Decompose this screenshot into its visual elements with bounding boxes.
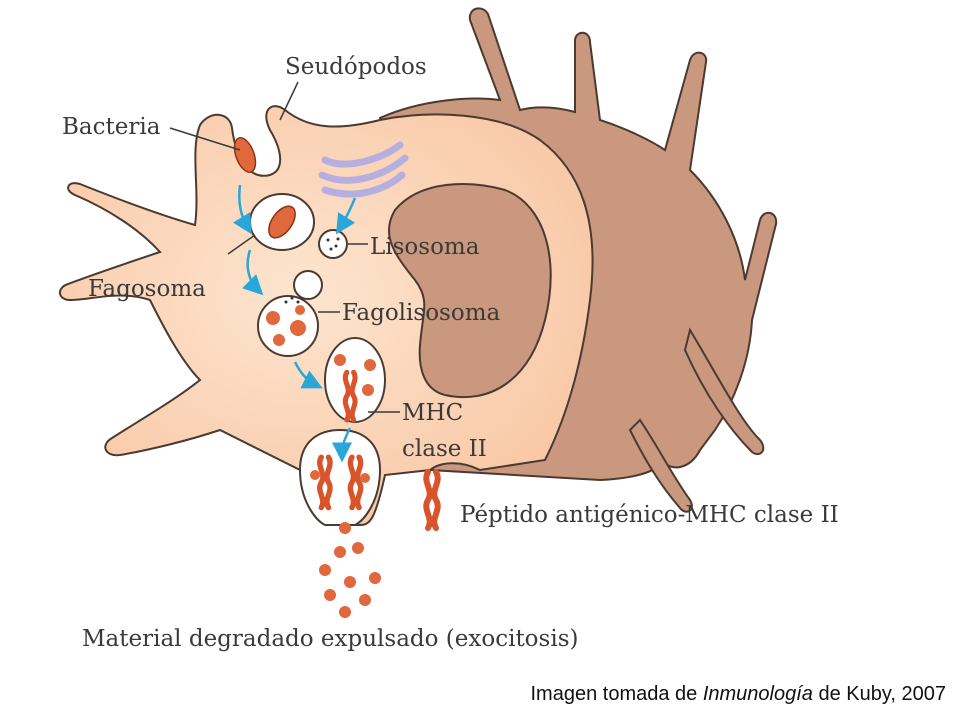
credit-book-title: Inmunología (702, 683, 813, 705)
label-fagosoma: Fagosoma (88, 276, 206, 302)
mhc-vesicle (324, 337, 386, 423)
credit-suffix: de Kuby, 2007 (812, 683, 946, 705)
image-credit: Imagen tomada de Inmunología de Kuby, 20… (531, 683, 947, 706)
label-bacteria: Bacteria (62, 114, 161, 140)
exocytosis-vesicle (298, 428, 382, 526)
phagosome (249, 193, 315, 251)
leader-lines (169, 81, 400, 413)
surface-mhc (426, 472, 437, 528)
label-mhc-line1: MHC (402, 400, 463, 426)
label-seudopodos: Seudópodos (285, 54, 427, 80)
lysosome (318, 229, 348, 259)
credit-prefix: Imagen tomada de (530, 683, 703, 705)
bacteria (233, 137, 257, 173)
label-mhc-line2: clase II (402, 436, 487, 462)
label-lisosoma: Lisosoma (370, 234, 480, 260)
label-peptido: Péptido antigénico-MHC clase II (460, 502, 839, 528)
phagolysosome (257, 270, 323, 357)
flow-arrows (232, 184, 357, 463)
pseudopod-right (683, 327, 765, 456)
golgi-apparatus (318, 141, 409, 198)
expelled-material (319, 522, 381, 618)
nucleus (387, 183, 552, 399)
pseudopod-right-lower (628, 418, 693, 513)
label-fagolisosoma: Fagolisosoma (342, 300, 501, 326)
label-material: Material degradado expulsado (exocitosis… (82, 626, 578, 652)
